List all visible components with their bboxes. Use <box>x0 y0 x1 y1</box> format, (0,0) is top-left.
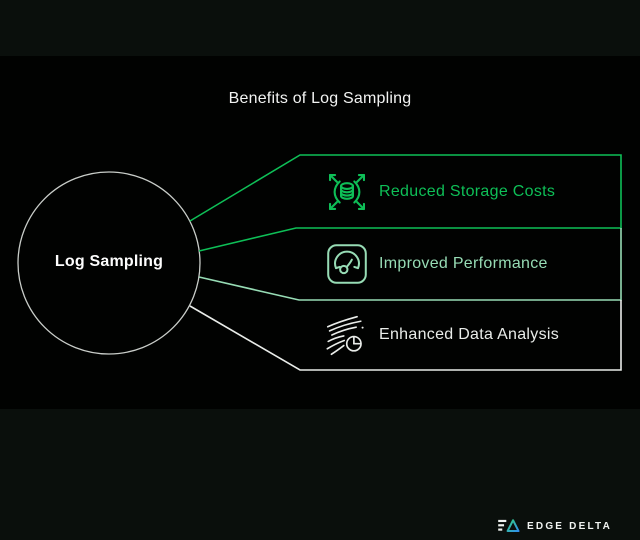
center-node-label: Log Sampling <box>54 253 164 270</box>
benefit-row-improved-performance: Improved Performance <box>300 228 621 300</box>
page-title: Benefits of Log Sampling <box>228 90 412 107</box>
benefit-label: Enhanced Data Analysis <box>379 326 560 343</box>
benefit-row-enhanced-analysis: Enhanced Data Analysis <box>300 300 621 370</box>
letterbox-bottom <box>0 409 640 540</box>
data-flow-clock-icon <box>326 315 364 356</box>
benefit-label: Improved Performance <box>379 255 548 272</box>
benefit-label: Reduced Storage Costs <box>379 182 556 200</box>
gauge-icon <box>327 244 367 284</box>
edge-delta-logo-icon <box>498 519 520 533</box>
database-shrink-icon <box>328 173 366 210</box>
letterbox-top <box>0 0 640 56</box>
center-node-circle <box>17 171 201 355</box>
brand-name: EDGE DELTA <box>527 520 612 532</box>
slide-background <box>0 56 640 409</box>
benefit-row-reduced-storage: Reduced Storage Costs <box>300 155 621 228</box>
banner-outline-reduced-storage <box>189 154 622 252</box>
banner-outline-enhanced-analysis <box>189 300 622 371</box>
brand-logo: EDGE DELTA <box>498 515 612 537</box>
banner-outline-improved-performance <box>198 228 622 301</box>
